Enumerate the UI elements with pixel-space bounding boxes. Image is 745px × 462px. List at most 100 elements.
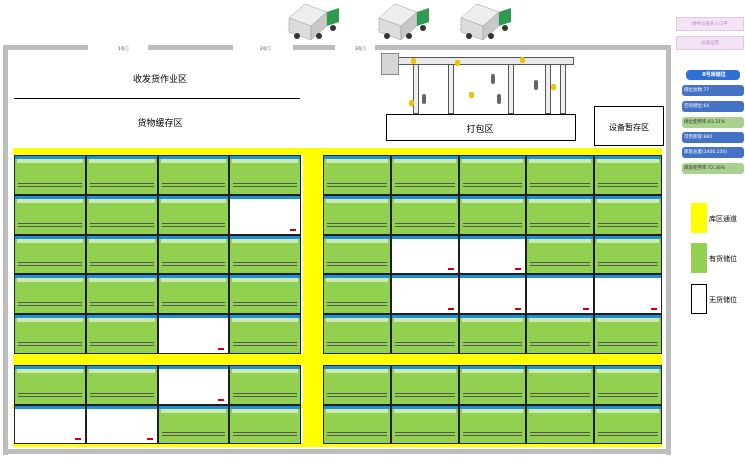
stat-free-slots: 空闲储位:64 <box>682 101 744 112</box>
slot-cap-bar <box>595 366 661 369</box>
storage-slot-occupied[interactable] <box>526 314 595 354</box>
storage-slot-occupied[interactable] <box>157 155 230 195</box>
storage-slot-occupied[interactable] <box>229 155 301 195</box>
storage-slot-occupied[interactable] <box>323 234 391 275</box>
storage-slot-empty[interactable] <box>458 234 527 275</box>
storage-slot-occupied[interactable] <box>85 234 158 275</box>
storage-slot-occupied[interactable] <box>390 194 459 235</box>
storage-slot-occupied[interactable] <box>594 404 662 444</box>
storage-slot-occupied[interactable] <box>229 314 301 354</box>
slot-item-line <box>327 185 387 190</box>
storage-slot-occupied[interactable] <box>526 365 595 405</box>
equipment-zone[interactable] <box>594 106 664 146</box>
slot-item-line <box>462 341 523 346</box>
slot-item-line <box>394 435 455 439</box>
storage-slot-occupied[interactable] <box>594 194 662 235</box>
storage-slot-empty[interactable] <box>85 404 158 444</box>
storage-slot-occupied[interactable] <box>229 234 301 275</box>
slot-item-line <box>233 305 297 309</box>
storage-slot-empty[interactable] <box>458 274 527 315</box>
equipment-zone-label: 设备暂存区 <box>609 123 649 132</box>
slot-header <box>461 159 524 163</box>
dock-gap-2 <box>233 45 293 50</box>
slot-empty-marker <box>218 347 225 350</box>
storage-slot-occupied[interactable] <box>323 155 391 195</box>
slot-header <box>160 159 227 163</box>
slot-item-line <box>89 225 154 230</box>
storage-slot-occupied[interactable] <box>323 274 391 315</box>
storage-slot-empty[interactable] <box>526 274 595 315</box>
slot-item-line <box>89 341 154 346</box>
storage-slot-empty[interactable] <box>157 365 230 405</box>
storage-slot-occupied[interactable] <box>14 234 86 275</box>
storage-slot-occupied[interactable] <box>229 404 301 444</box>
packing-pillar <box>560 64 566 114</box>
storage-slot-occupied[interactable] <box>14 155 86 195</box>
storage-slot-occupied[interactable] <box>594 314 662 354</box>
storage-slot-occupied[interactable] <box>85 365 158 405</box>
slot-header <box>17 408 83 413</box>
storage-slot-occupied[interactable] <box>85 155 158 195</box>
storage-slot-occupied[interactable] <box>85 314 158 354</box>
slot-cap-bar <box>527 275 594 279</box>
slot-empty-marker <box>447 308 454 311</box>
storage-slot-occupied[interactable] <box>14 314 86 354</box>
storage-slot-occupied[interactable] <box>526 404 595 444</box>
service-portal-button[interactable]: 硬件与服务入口平 <box>676 17 744 31</box>
storage-slot-occupied[interactable] <box>390 314 459 354</box>
storage-slot-empty[interactable] <box>229 194 301 235</box>
storage-slot-occupied[interactable] <box>526 234 595 275</box>
storage-slot-occupied[interactable] <box>229 274 301 315</box>
slot-header <box>393 369 456 373</box>
storage-slot-empty[interactable] <box>390 234 459 275</box>
slot-item-line <box>161 225 226 230</box>
storage-slot-occupied[interactable] <box>526 194 595 235</box>
storage-slot-occupied[interactable] <box>390 365 459 405</box>
slot-empty-marker <box>447 268 454 271</box>
storage-slot-occupied[interactable] <box>157 404 230 444</box>
storage-slot-occupied[interactable] <box>458 404 527 444</box>
slot-item-line <box>598 435 658 439</box>
slot-cap-bar <box>391 405 458 409</box>
storage-slot-empty[interactable] <box>594 274 662 315</box>
slot-item-line <box>530 225 591 230</box>
device-ops-button[interactable]: 设备运营 <box>676 36 744 50</box>
packing-zone[interactable] <box>386 114 576 141</box>
storage-slot-occupied[interactable] <box>14 194 86 235</box>
storage-slot-occupied[interactable] <box>458 155 527 195</box>
slot-item-line <box>233 435 297 439</box>
slot-cap-bar <box>324 156 390 159</box>
slot-item-line <box>18 341 82 346</box>
storage-slot-empty[interactable] <box>14 404 86 444</box>
storage-slot-occupied[interactable] <box>14 274 86 315</box>
slot-item-line <box>89 395 154 400</box>
storage-slot-occupied[interactable] <box>85 274 158 315</box>
storage-slot-occupied[interactable] <box>323 314 391 354</box>
storage-slot-occupied[interactable] <box>157 194 230 235</box>
storage-slot-empty[interactable] <box>157 314 230 354</box>
storage-slot-occupied[interactable] <box>157 274 230 315</box>
storage-slot-occupied[interactable] <box>458 365 527 405</box>
storage-slot-occupied[interactable] <box>458 194 527 235</box>
storage-slot-occupied[interactable] <box>323 365 391 405</box>
storage-slot-occupied[interactable] <box>594 365 662 405</box>
storage-slot-occupied[interactable] <box>85 194 158 235</box>
storage-slot-occupied[interactable] <box>594 234 662 275</box>
storage-slot-occupied[interactable] <box>458 314 527 354</box>
storage-slot-occupied[interactable] <box>390 155 459 195</box>
slot-cap-bar <box>324 366 390 369</box>
storage-slot-occupied[interactable] <box>526 155 595 195</box>
storage-slot-occupied[interactable] <box>157 234 230 275</box>
box-icon <box>469 92 474 98</box>
storage-slot-occupied[interactable] <box>594 155 662 195</box>
storage-slot-empty[interactable] <box>390 274 459 315</box>
storage-slot-occupied[interactable] <box>229 365 301 405</box>
storage-slot-occupied[interactable] <box>14 365 86 405</box>
storage-slot-occupied[interactable] <box>390 404 459 444</box>
storage-slot-occupied[interactable] <box>323 404 391 444</box>
slot-cap-bar <box>391 195 458 199</box>
slot-header <box>461 369 524 373</box>
slot-cap-bar <box>15 156 85 159</box>
slot-header <box>529 318 592 323</box>
storage-slot-occupied[interactable] <box>323 194 391 235</box>
